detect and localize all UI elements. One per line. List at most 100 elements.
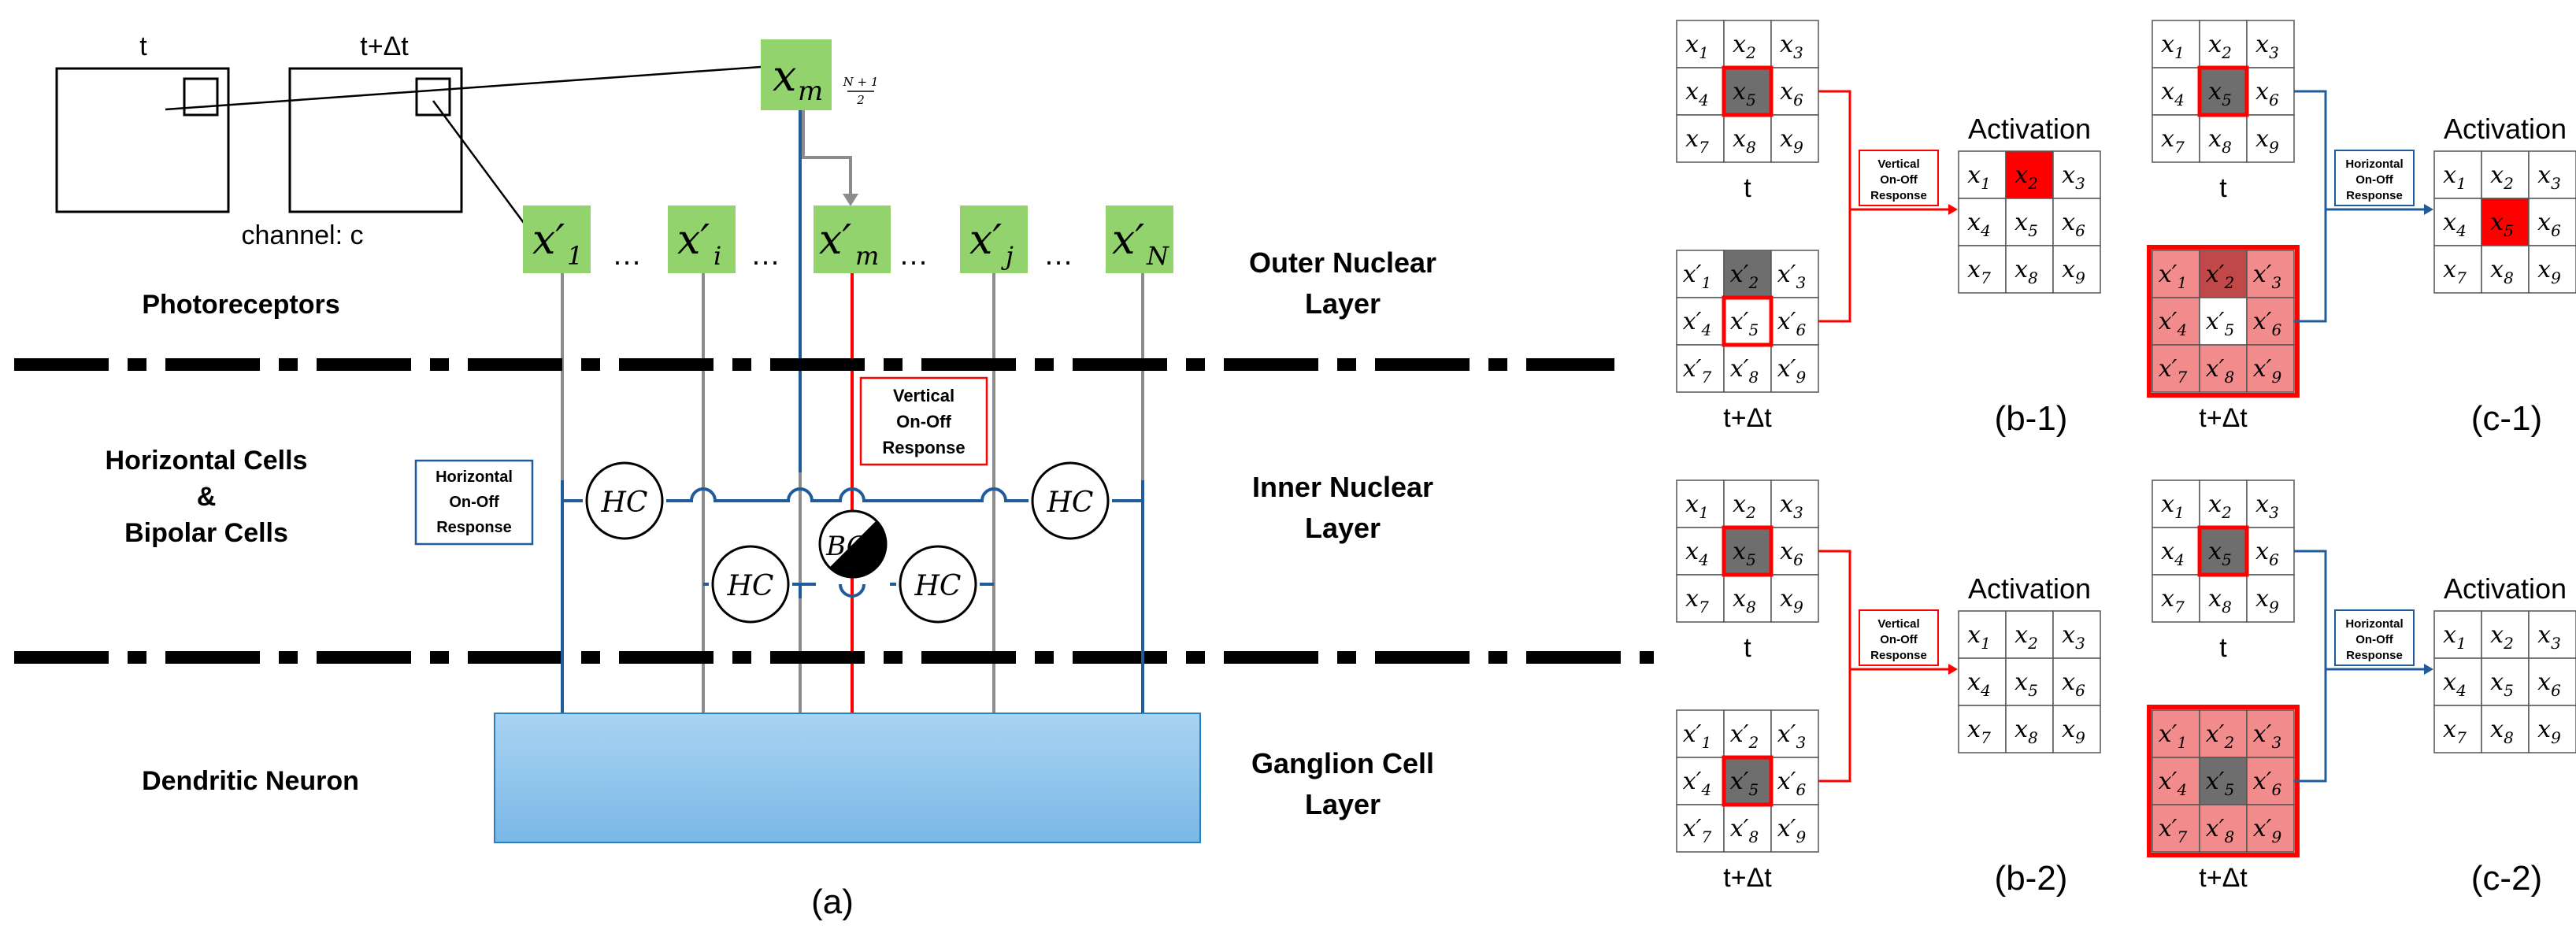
ellipsis-4: … xyxy=(1043,239,1073,272)
highlight-cell xyxy=(1722,525,1774,577)
label-dendritic-neuron: Dendritic Neuron xyxy=(142,766,359,796)
grid-cell-4 xyxy=(2152,297,2200,346)
cell-label: x8 xyxy=(2014,256,2038,287)
grid-cell-5 xyxy=(2481,657,2530,706)
highlight-cell xyxy=(2197,525,2249,577)
activation-label: Activation xyxy=(2444,572,2567,605)
label-inner-nuclear: Inner Nuclear xyxy=(1252,471,1433,503)
svg-text:BC: BC xyxy=(825,531,867,562)
grid-cell-7 xyxy=(2152,804,2200,853)
response-text: Vertical xyxy=(1877,617,1919,631)
caption: (b-1) xyxy=(1995,399,2068,438)
horizontal-network xyxy=(561,480,1144,713)
grid-cell-1 xyxy=(1676,709,1725,758)
label-photoreceptors: Photoreceptors xyxy=(142,290,339,320)
grid-cell-8 xyxy=(2481,245,2530,294)
svg-text:HC: HC xyxy=(601,487,648,519)
grid-cell-8 xyxy=(2199,804,2248,853)
cell-label: x2 xyxy=(2490,621,2514,653)
grid-cell-1 xyxy=(1958,610,2007,659)
svg-text:On-Off: On-Off xyxy=(896,412,951,431)
grid-cell-1 xyxy=(2433,610,2482,659)
grid-cell-7 xyxy=(1958,245,2007,294)
net-lower-hop xyxy=(839,583,865,598)
response-text: Horizontal xyxy=(2345,617,2403,631)
xm-to-xpm-arrow xyxy=(802,110,852,195)
svg-text:x′: x′ xyxy=(532,217,565,264)
frame-tdt-window xyxy=(415,77,451,117)
grid-cell-2 xyxy=(2199,250,2248,298)
prime-box-1: x′ 1 xyxy=(523,205,591,273)
svg-text:Vertical: Vertical xyxy=(893,386,954,405)
tdt-label: t+Δt xyxy=(1723,403,1772,433)
caption: (b-2) xyxy=(1995,859,2068,898)
cell-label: x′9 xyxy=(1777,355,1807,387)
grid-cell-1 xyxy=(2152,250,2200,298)
cell-label: x2 xyxy=(2014,621,2038,653)
cell-label: x4 xyxy=(2161,538,2185,569)
svg-text:HC: HC xyxy=(914,570,962,602)
grid-cell-9 xyxy=(1770,114,1819,163)
grid-cell-2 xyxy=(2199,709,2248,758)
cell-label: x6 xyxy=(2062,668,2085,700)
grid-cell-8 xyxy=(1723,804,1772,853)
response-text: Response xyxy=(1870,649,1927,662)
grid-cell-3 xyxy=(2052,150,2101,199)
grid-cell-9 xyxy=(2246,574,2295,623)
connector-line-t xyxy=(165,65,762,111)
label-amp: & xyxy=(197,482,217,512)
grid-cell-3 xyxy=(2246,20,2295,68)
grid-cell-7 xyxy=(1676,804,1725,853)
grid-cell-3 xyxy=(1770,20,1819,68)
label-bipolar-cells: Bipolar Cells xyxy=(124,518,288,548)
label-outer-nuclear: Outer Nuclear xyxy=(1249,246,1436,279)
svg-text:N: N xyxy=(1146,241,1169,271)
arrowhead xyxy=(1948,204,1958,215)
cell-label: x8 xyxy=(2208,125,2232,157)
prime-box-m: x′ m xyxy=(814,205,891,273)
grid-cell-9 xyxy=(1770,344,1819,393)
grid-cell-5 xyxy=(2005,657,2054,706)
response-text: Response xyxy=(2346,649,2403,662)
cell-label: x9 xyxy=(2062,256,2085,287)
grid-cell-9 xyxy=(2246,344,2295,393)
frame-t-window xyxy=(183,77,219,117)
grid-cell-5 xyxy=(2481,198,2530,246)
xm-arrowhead xyxy=(843,194,858,206)
response-box xyxy=(1859,150,1939,206)
ellipsis-3: … xyxy=(899,239,928,272)
cell-label: x9 xyxy=(2537,716,2561,747)
label-outer-layer: Layer xyxy=(1305,287,1381,320)
response-box xyxy=(2334,609,2415,666)
grid-cell-4 xyxy=(2433,198,2482,246)
ellipsis-1: … xyxy=(612,239,642,272)
svg-text:x′: x′ xyxy=(677,217,710,264)
cell-label: x3 xyxy=(2537,161,2561,193)
net-upper-middle xyxy=(666,487,1029,502)
grid-cell-9 xyxy=(2052,245,2101,294)
label-ganglion-layer: Layer xyxy=(1305,788,1381,820)
grid-cell-3 xyxy=(1770,250,1819,298)
svg-text:Response: Response xyxy=(436,519,512,536)
grid-cell-4 xyxy=(2152,67,2200,116)
response-text: Response xyxy=(1870,189,1927,202)
grid-cell-6 xyxy=(1770,67,1819,116)
grid-cell-2 xyxy=(2199,20,2248,68)
cell-label: x′1 xyxy=(1683,720,1711,752)
grid-cell-6 xyxy=(2052,657,2101,706)
svg-text:Response: Response xyxy=(882,438,965,457)
grid-cell-1 xyxy=(1676,20,1725,68)
grid-cell-9 xyxy=(1770,804,1819,853)
grid-cell-2 xyxy=(2005,150,2054,199)
grid-cell-8 xyxy=(2199,344,2248,393)
cell-label: x3 xyxy=(1780,491,1803,522)
cell-label: x8 xyxy=(1733,125,1756,157)
ellipsis-2: … xyxy=(751,239,780,272)
grid-cell-2 xyxy=(2481,610,2530,659)
horizontal-response-box-a: Horizontal On-Off Response xyxy=(414,459,534,546)
xm-box xyxy=(761,39,832,110)
grid-cell-4 xyxy=(2433,657,2482,706)
response-text: On-Off xyxy=(1880,633,1918,646)
